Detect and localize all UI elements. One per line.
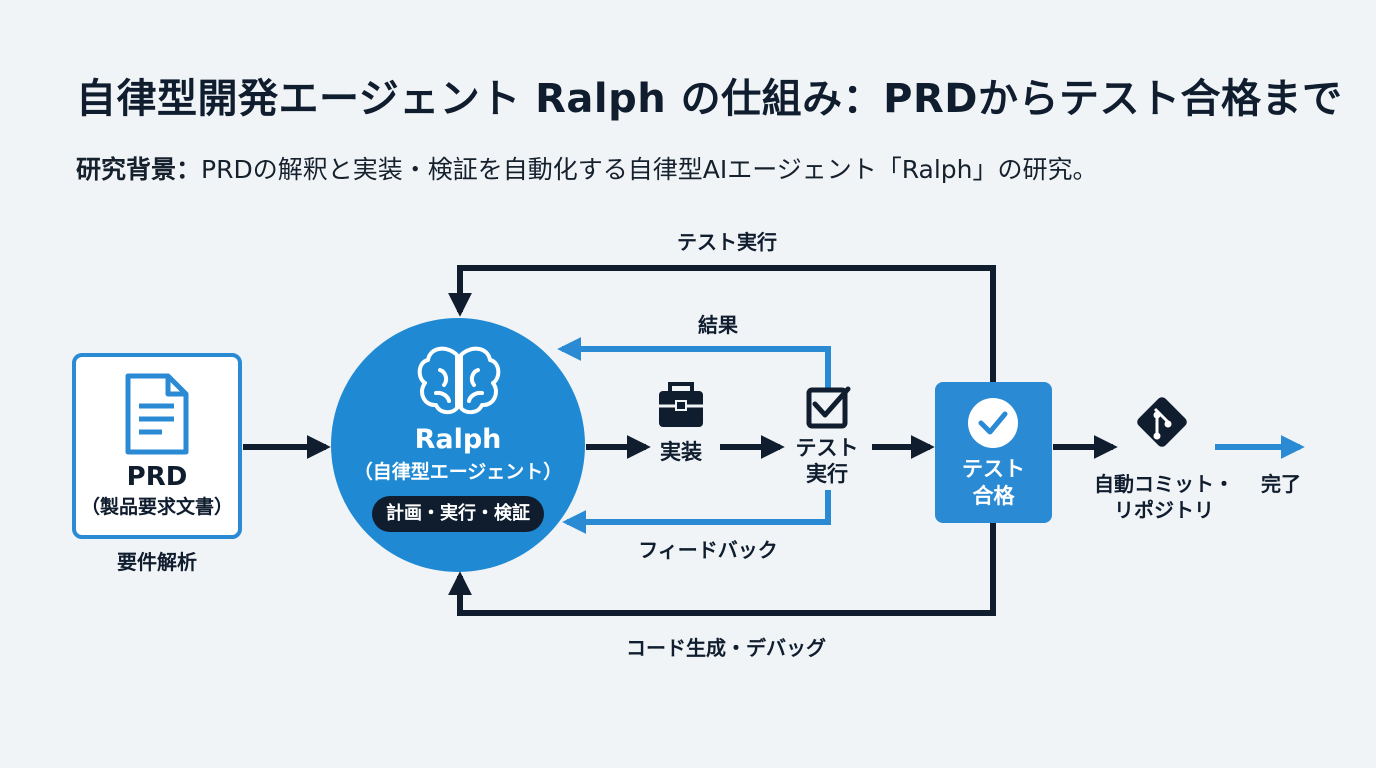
- loop-bottom-inner-label: フィードバック: [638, 538, 778, 562]
- subtitle-text: PRDの解釈と実装・検証を自動化する自律型AIエージェント「Ralph」の研究。: [201, 155, 1098, 184]
- loop-top-outer-line: [448, 265, 996, 382]
- check-circle-icon: [968, 398, 1018, 448]
- loop-top-inner-line: [557, 337, 831, 388]
- done-label: 完了: [1261, 472, 1301, 496]
- test-run-label-line2: 実行: [806, 462, 848, 486]
- loop-bottom-outer-label: コード生成・デバッグ: [626, 636, 826, 660]
- toolbox-icon: [659, 382, 703, 427]
- test-run-label-line1: テスト: [795, 436, 859, 460]
- implement-label: 実装: [660, 440, 702, 464]
- page-subtitle: 研究背景：PRDの解釈と実装・検証を自動化する自律型AIエージェント「Ralph…: [76, 150, 1098, 186]
- ralph-subtitle: （自律型エージェント）: [353, 461, 563, 483]
- checkbox-icon: [806, 386, 851, 429]
- git-icon: [1137, 397, 1187, 447]
- document-icon: [125, 373, 189, 455]
- loop-bottom-outer-line: [448, 523, 996, 616]
- test-pass-label-line1: テスト: [962, 457, 1025, 481]
- prd-title: PRD: [126, 462, 188, 492]
- commit-label-line1: 自動コミット・: [1094, 472, 1234, 496]
- prd-caption: 要件解析: [117, 550, 197, 574]
- test-pass-label-line2: 合格: [972, 484, 1015, 508]
- loop-top-inner-label: 結果: [698, 313, 738, 337]
- brain-icon: [417, 346, 501, 415]
- loop-top-outer-label: テスト実行: [677, 230, 777, 254]
- prd-subtitle: （製品要求文書）: [80, 496, 233, 518]
- ralph-pill: 計画・実行・検証: [372, 496, 544, 532]
- loop-bottom-inner-line: [562, 490, 831, 534]
- subtitle-label: 研究背景：: [76, 155, 202, 184]
- page-title: 自律型開発エージェント Ralph の仕組み：PRDからテスト合格まで: [76, 76, 1343, 122]
- ralph-title: Ralph: [414, 424, 502, 455]
- commit-label-line2: リポジトリ: [1114, 498, 1214, 522]
